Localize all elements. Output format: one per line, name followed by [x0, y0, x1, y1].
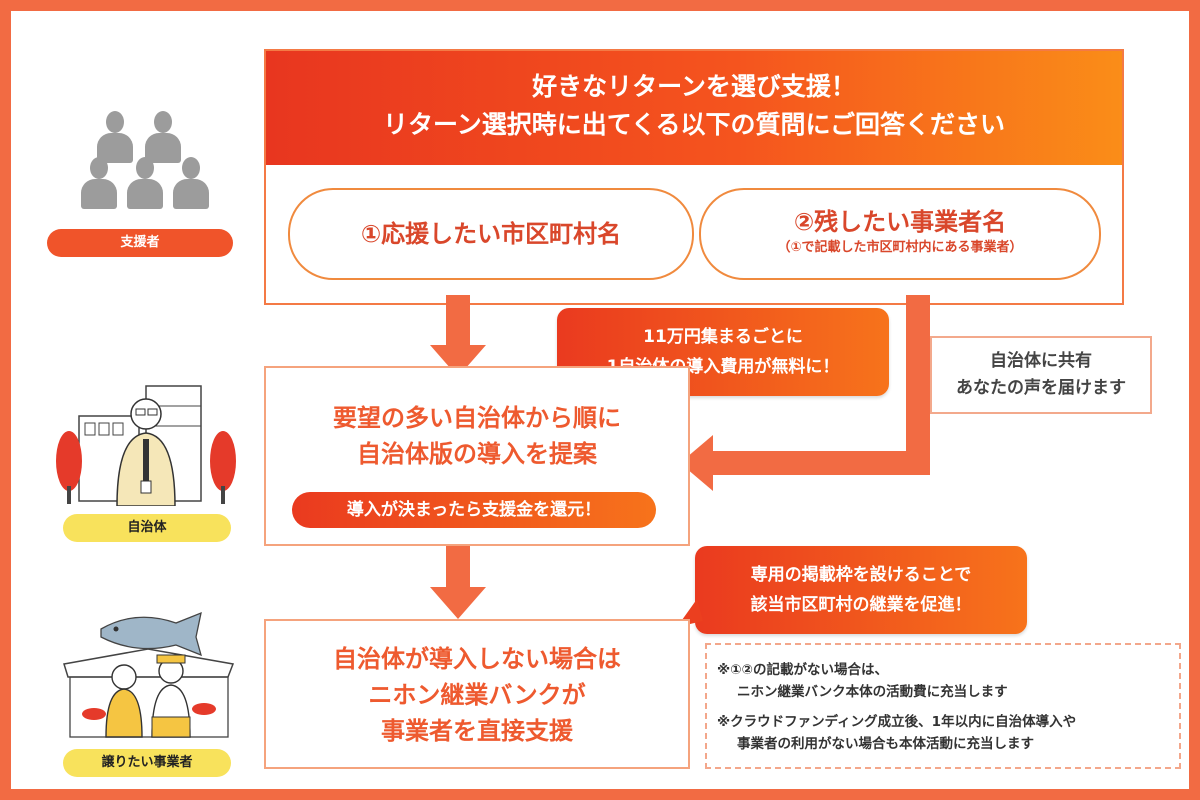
promotion-callout: 専用の掲載枠を設けることで 該当市区町村の継業を促進！	[695, 546, 1027, 634]
question-2-title: ②残したい事業者名	[793, 208, 1007, 236]
promotion-line2: 該当市区町村の継業を促進！	[750, 595, 972, 615]
share-line1: 自治体に共有	[990, 351, 1092, 371]
note-1a: ※①②の記載がない場合は、	[717, 662, 888, 678]
direct-line2: ニホン継業バンクが	[368, 681, 586, 709]
question-2-subtitle: （①で記載した市区町村内にある事業者）	[777, 240, 1023, 255]
notes-box: ※①②の記載がない場合は、 ニホン継業バンク本体の活動費に充当します ※クラウド…	[705, 643, 1181, 769]
business-label: 譲りたい事業者	[63, 749, 231, 777]
header-line2: リターン選択時に出てくる以下の質問にご回答ください	[382, 110, 1005, 139]
supporter-label: 支援者	[47, 229, 233, 257]
note-1b: ニホン継業バンク本体の活動費に充当します	[737, 684, 1008, 700]
question-panel: 好きなリターンを選び支援！ リターン選択時に出てくる以下の質問にご回答ください …	[264, 49, 1124, 305]
person-icon	[173, 157, 209, 213]
proposal-box: 要望の多い自治体から順に 自治体版の導入を提案 導入が決まったら支援金を還元！	[264, 366, 690, 546]
question-1-text: ①応援したい市区町村名	[360, 220, 622, 248]
share-line2: あなたの声を届けます	[956, 378, 1126, 398]
direct-line3: 事業者を直接支援	[381, 717, 573, 745]
note-2b: 事業者の利用がない場合も本体活動に充当します	[737, 736, 1034, 752]
question-panel-header: 好きなリターンを選び支援！ リターン選択時に出てくる以下の質問にご回答ください	[266, 51, 1122, 165]
proposal-line1: 要望の多い自治体から順に	[333, 404, 621, 432]
note-2a: ※クラウドファンディング成立後、1年以内に自治体導入や	[717, 714, 1077, 730]
municipality-illustration	[51, 381, 241, 507]
share-box: 自治体に共有 あなたの声を届けます	[930, 336, 1152, 414]
person-icon	[127, 157, 163, 213]
person-icon	[81, 157, 117, 213]
refund-pill: 導入が決まったら支援金を還元！	[292, 492, 656, 528]
flow-arrows	[430, 295, 930, 619]
header-line1: 好きなリターンを選び支援！	[532, 72, 856, 101]
direct-support-box: 自治体が導入しない場合は ニホン継業バンクが 事業者を直接支援	[264, 619, 690, 769]
question-2: ②残したい事業者名 （①で記載した市区町村内にある事業者）	[699, 188, 1101, 280]
supporters-illustration	[81, 111, 221, 221]
direct-line1: 自治体が導入しない場合は	[333, 645, 621, 673]
person-icon	[145, 111, 181, 167]
municipality-label: 自治体	[63, 514, 231, 542]
proposal-line2: 自治体版の導入を提案	[357, 440, 597, 468]
business-illustration	[56, 609, 241, 741]
question-1: ①応援したい市区町村名	[288, 188, 694, 280]
cost-free-line1: 11万円集まるごとに	[643, 327, 803, 347]
promotion-line1: 専用の掲載枠を設けることで	[750, 565, 972, 585]
